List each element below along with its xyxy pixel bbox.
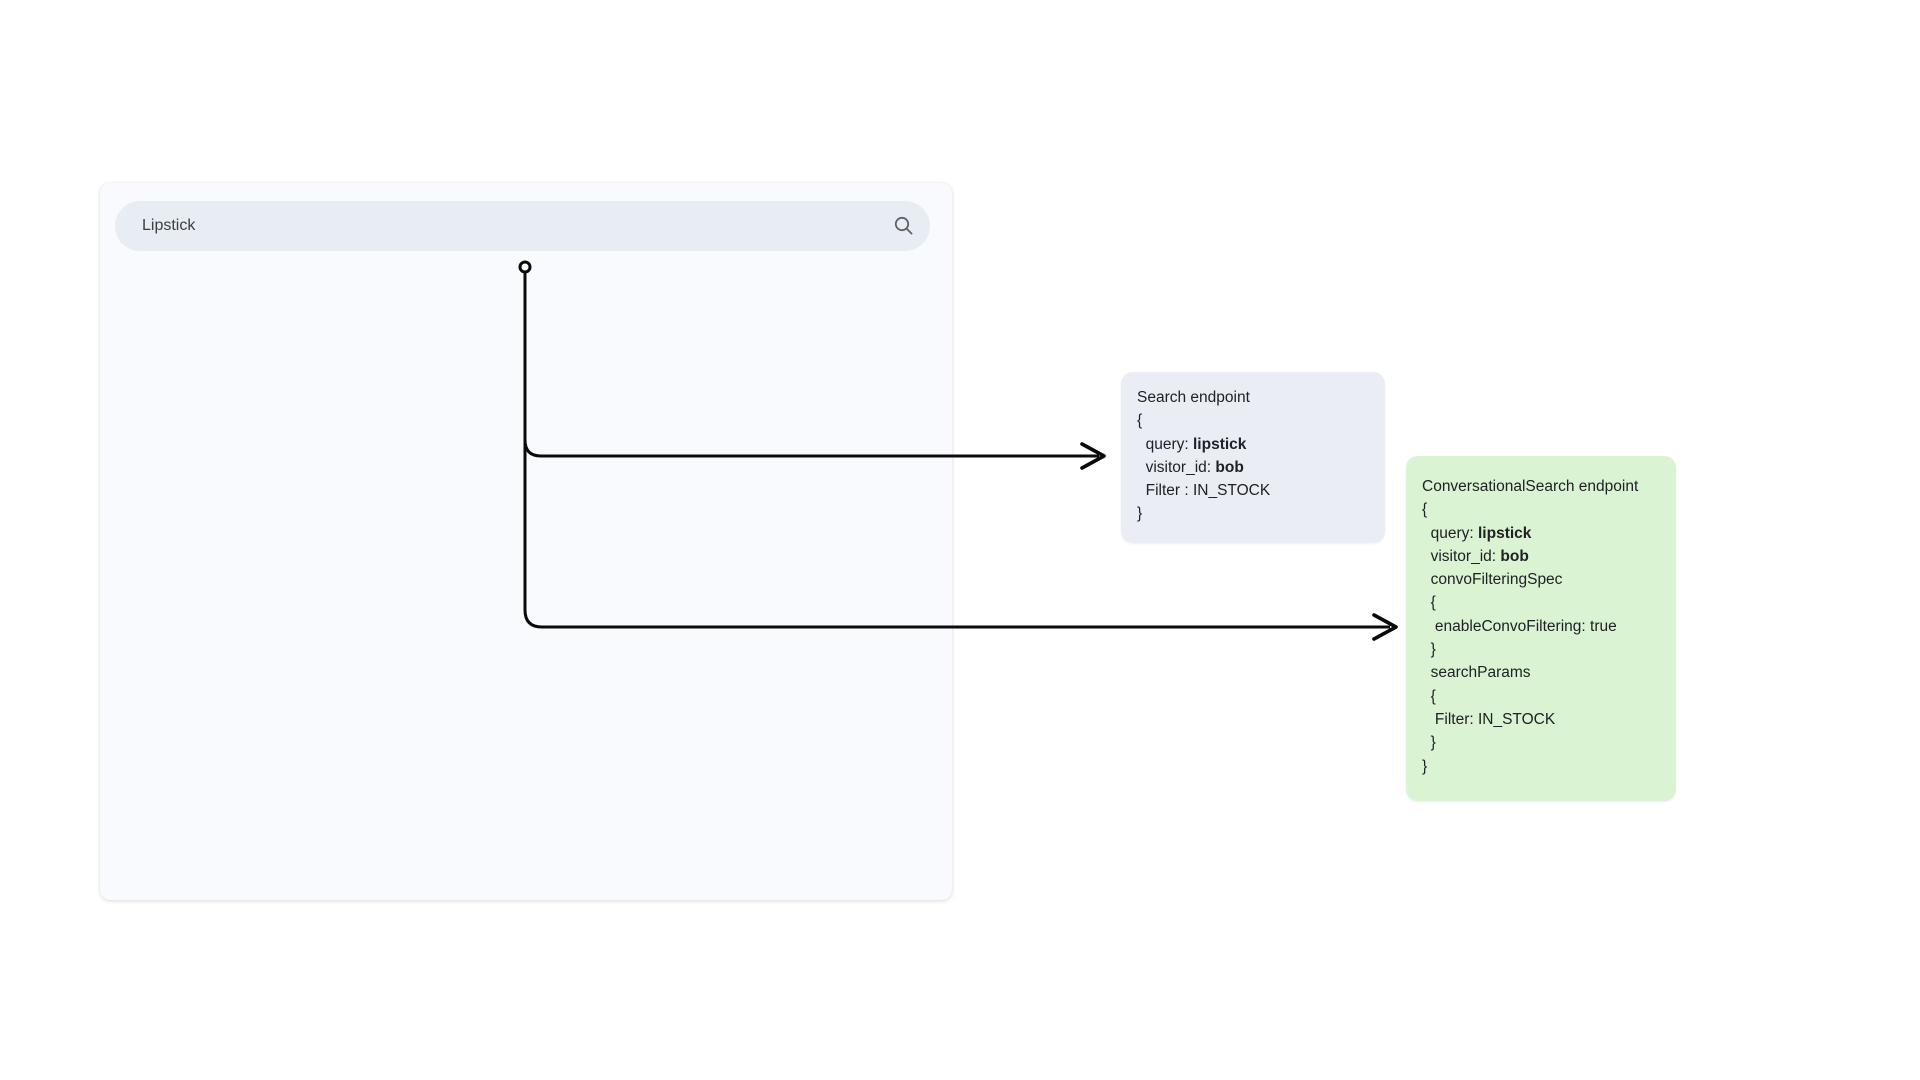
code-text: ConversationalSearch endpoint: [1422, 478, 1639, 495]
code-text: }: [1137, 505, 1143, 523]
code-line: {: [1137, 409, 1369, 432]
search-icon[interactable]: [892, 214, 916, 238]
code-line: }: [1422, 731, 1660, 754]
code-value-bold: lipstick: [1478, 524, 1532, 542]
code-value-bold: bob: [1500, 547, 1529, 565]
code-line: searchParams: [1422, 661, 1660, 684]
code-line: }: [1137, 502, 1369, 525]
code-line: query: lipstick: [1422, 522, 1660, 545]
code-line: Filter : IN_STOCK: [1137, 479, 1369, 502]
code-line: {: [1422, 498, 1660, 521]
code-line: }: [1422, 638, 1660, 661]
search-input[interactable]: [115, 217, 892, 235]
code-line: Search endpoint: [1137, 386, 1369, 409]
arrowhead-conversational-endpoint: [1372, 613, 1398, 641]
code-text: query:: [1422, 524, 1478, 542]
code-text: convoFilteringSpec: [1422, 571, 1563, 589]
code-text: {: [1422, 687, 1436, 705]
code-value-bold: bob: [1215, 458, 1244, 476]
code-line: enableConvoFiltering: true: [1422, 615, 1660, 638]
search-ui-panel: [100, 183, 952, 900]
code-text: Filter : IN_STOCK: [1137, 482, 1271, 500]
code-line: visitor_id: bob: [1137, 456, 1369, 479]
code-text: }: [1422, 641, 1436, 659]
code-line: {: [1422, 685, 1660, 708]
code-text: enableConvoFiltering: true: [1422, 617, 1617, 635]
code-text: visitor_id:: [1422, 547, 1501, 565]
code-line: {: [1422, 591, 1660, 614]
arrowhead-search-endpoint: [1080, 442, 1106, 470]
code-text: {: [1422, 501, 1428, 519]
code-text: {: [1137, 412, 1143, 430]
code-value-bold: lipstick: [1193, 435, 1247, 453]
conversational-search-endpoint-card: ConversationalSearch endpoint { query: li…: [1406, 456, 1676, 801]
code-text: Search endpoint: [1137, 389, 1250, 406]
code-text: }: [1422, 757, 1428, 775]
code-line: ConversationalSearch endpoint: [1422, 475, 1660, 498]
code-line: }: [1422, 755, 1660, 778]
code-text: }: [1422, 734, 1436, 752]
search-endpoint-card: Search endpoint { query: lipstick visitor…: [1121, 372, 1385, 543]
code-line: Filter: IN_STOCK: [1422, 708, 1660, 731]
code-line: convoFilteringSpec: [1422, 568, 1660, 591]
code-text: {: [1422, 594, 1436, 612]
code-line: visitor_id: bob: [1422, 545, 1660, 568]
code-text: searchParams: [1422, 664, 1531, 682]
search-bar[interactable]: [115, 201, 930, 251]
code-text: Filter: IN_STOCK: [1422, 710, 1556, 728]
code-text: visitor_id:: [1137, 458, 1216, 476]
code-text: query:: [1137, 435, 1193, 453]
code-line: query: lipstick: [1137, 433, 1369, 456]
